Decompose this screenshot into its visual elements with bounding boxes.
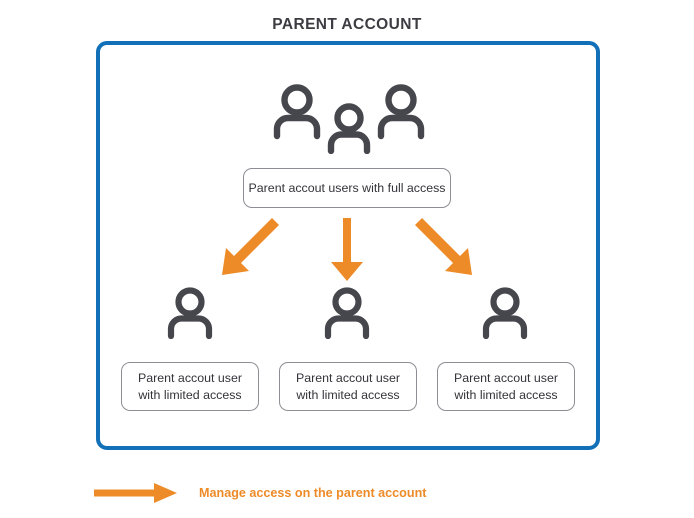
- three-people-icon: [267, 82, 431, 154]
- person-icon-3: [477, 287, 533, 339]
- page-title: PARENT ACCOUNT: [272, 16, 422, 33]
- limited-label-line2: with limited access: [296, 387, 400, 402]
- limited-label-line1: Parent accout user: [137, 371, 242, 386]
- limited-label-line1: Parent accout user: [453, 371, 558, 386]
- person-icon-2: [319, 287, 375, 339]
- legend: Manage access on the parent account: [94, 480, 426, 506]
- limited-label-line2: with limited access: [138, 387, 242, 402]
- limited-access-label-text-1: Parent accout user with limited access: [138, 370, 242, 403]
- limited-access-label-text-2: Parent accout user with limited access: [296, 370, 400, 403]
- limited-label-line2: with limited access: [454, 387, 558, 402]
- legend-label: Manage access on the parent account: [199, 486, 427, 500]
- full-access-label-text: Parent accout users with full access: [248, 180, 446, 195]
- limited-access-label-box-1: Parent accout user with limited access: [121, 362, 259, 411]
- limited-access-label-text-3: Parent accout user with limited access: [454, 370, 558, 403]
- limited-access-label-box-2: Parent accout user with limited access: [279, 362, 417, 411]
- limited-access-label-box-3: Parent accout user with limited access: [437, 362, 575, 411]
- right-arrow-icon: [94, 483, 177, 503]
- person-icon-1: [162, 287, 218, 339]
- full-access-label-box: Parent accout users with full access: [243, 168, 451, 208]
- limited-label-line1: Parent accout user: [295, 371, 400, 386]
